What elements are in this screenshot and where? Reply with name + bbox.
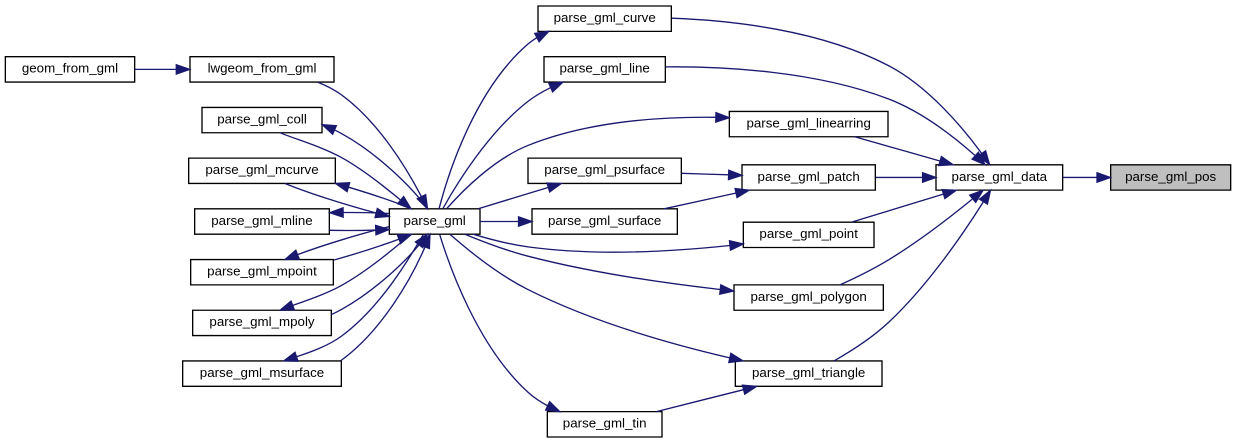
- svg-text:geom_from_gml: geom_from_gml: [22, 61, 118, 76]
- svg-text:parse_gml_mpoint: parse_gml_mpoint: [207, 264, 317, 279]
- svg-text:parse_gml_point: parse_gml_point: [759, 226, 858, 241]
- svg-text:parse_gml_patch: parse_gml_patch: [758, 169, 860, 184]
- svg-text:parse_gml_linearring: parse_gml_linearring: [746, 115, 870, 130]
- svg-text:parse_gml_curve: parse_gml_curve: [554, 10, 656, 25]
- svg-text:parse_gml_mpoly: parse_gml_mpoly: [209, 314, 314, 329]
- svg-text:parse_gml_surface: parse_gml_surface: [548, 213, 661, 228]
- svg-text:parse_gml_coll: parse_gml_coll: [217, 111, 307, 126]
- svg-text:parse_gml_tin: parse_gml_tin: [563, 416, 647, 431]
- svg-text:parse_gml_polygon: parse_gml_polygon: [751, 289, 867, 304]
- svg-text:parse_gml_data: parse_gml_data: [952, 169, 1048, 184]
- svg-text:parse_gml_mcurve: parse_gml_mcurve: [205, 162, 318, 177]
- svg-text:parse_gml_triangle: parse_gml_triangle: [752, 365, 865, 380]
- svg-text:parse_gml_psurface: parse_gml_psurface: [544, 162, 665, 177]
- svg-text:parse_gml_mline: parse_gml_mline: [211, 213, 312, 228]
- svg-text:lwgeom_from_gml: lwgeom_from_gml: [208, 61, 317, 76]
- svg-text:parse_gml: parse_gml: [404, 213, 466, 228]
- svg-text:parse_gml_pos: parse_gml_pos: [1125, 169, 1216, 184]
- svg-text:parse_gml_msurface: parse_gml_msurface: [200, 365, 324, 380]
- svg-text:parse_gml_line: parse_gml_line: [559, 61, 649, 76]
